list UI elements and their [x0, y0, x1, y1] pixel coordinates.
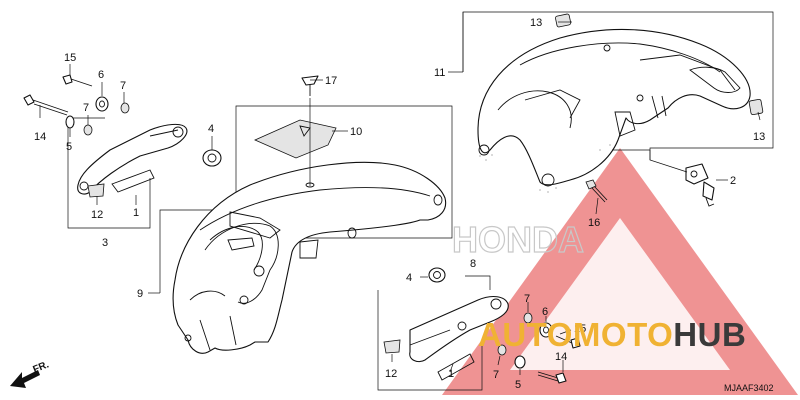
watermark-emblem-text: HONDA [452, 219, 584, 260]
washer-part-5-upper [65, 115, 75, 129]
callout-10: 10 [350, 126, 362, 138]
callout-4-lower: 4 [406, 272, 412, 284]
callout-7-upper-right: 7 [120, 80, 126, 92]
collar-part-6-upper [95, 96, 109, 112]
collar-part-6-lower [539, 322, 553, 338]
callout-12-lower: 12 [385, 368, 397, 380]
callout-6-lower: 6 [542, 306, 548, 318]
callout-7-lower-bottom: 7 [493, 369, 499, 381]
group-box-8 [377, 290, 483, 391]
callout-16: 16 [588, 217, 600, 229]
callout-6-upper: 6 [98, 69, 104, 81]
washer-part-7-upper-right [120, 102, 130, 114]
callout-1-lower: 1 [448, 368, 454, 380]
callout-12-upper: 12 [91, 209, 103, 221]
bracket-part-8 [409, 295, 509, 363]
pad-part-12-upper [87, 183, 105, 198]
bracket-part-3 [77, 123, 188, 195]
pad-part-12-lower [383, 339, 401, 354]
callout-17: 17 [325, 75, 337, 87]
bolt-part-14-lower [537, 371, 567, 384]
watermark-wordmark: AUTOMOTOHUB [478, 318, 746, 351]
callout-15-upper: 15 [64, 52, 76, 64]
grommet-part-4-lower [428, 267, 446, 283]
callout-13-right: 13 [753, 131, 765, 143]
callout-4-upper: 4 [208, 123, 214, 135]
seat-lock-part-2 [685, 163, 728, 207]
clip-part-17 [301, 75, 319, 96]
rubber-pad-13-top [555, 13, 572, 28]
callout-labels: 11 13 13 2 16 17 10 4 4 9 3 12 1 14 5 7 … [34, 17, 765, 391]
group-box-3 [67, 117, 151, 229]
watermark-word-moto: MOTO [572, 316, 674, 353]
callout-8: 8 [470, 258, 476, 270]
washer-part-7-lower-bottom [497, 344, 507, 356]
callout-7-lower-top: 7 [524, 293, 530, 305]
grommet-part-4-upper [202, 149, 222, 167]
bolt-part-15-lower [555, 335, 581, 349]
callout-13-top: 13 [530, 17, 542, 29]
leader-lines [39, 21, 761, 375]
callout-11: 11 [434, 67, 445, 79]
callout-15-lower: 15 [574, 323, 586, 335]
callout-5-lower: 5 [515, 379, 521, 391]
callout-3: 3 [102, 237, 108, 249]
strip-part-1-lower [437, 353, 475, 381]
inner-fender-part-11 [477, 28, 751, 193]
washer-part-7-lower-top [523, 312, 533, 324]
callout-1-upper: 1 [133, 207, 139, 219]
strip-part-1-upper [111, 169, 155, 193]
front-direction-arrow-icon [10, 370, 40, 388]
watermark-word-hub: HUB [673, 316, 747, 353]
group-box-9 [159, 105, 453, 293]
callout-2: 2 [730, 175, 736, 187]
watermark-word-auto: AUTO [478, 316, 573, 353]
washer-part-5-lower [514, 355, 526, 369]
bolt-part-15-upper [62, 74, 93, 87]
callout-5-upper: 5 [66, 141, 72, 153]
rubber-pad-13-right [748, 98, 764, 116]
washer-part-7-upper-left [83, 124, 93, 136]
diagram-code: MJAAF3402 [724, 383, 774, 393]
callout-14-lower: 14 [555, 351, 567, 363]
screw-part-16 [585, 179, 608, 203]
seat-pad-part-10 [254, 119, 337, 159]
callout-9: 9 [137, 288, 143, 300]
callout-14-upper: 14 [34, 131, 46, 143]
callout-7-upper-left: 7 [83, 102, 89, 114]
bolt-part-14-upper [23, 94, 69, 116]
rear-fender-part-9 [172, 161, 447, 354]
